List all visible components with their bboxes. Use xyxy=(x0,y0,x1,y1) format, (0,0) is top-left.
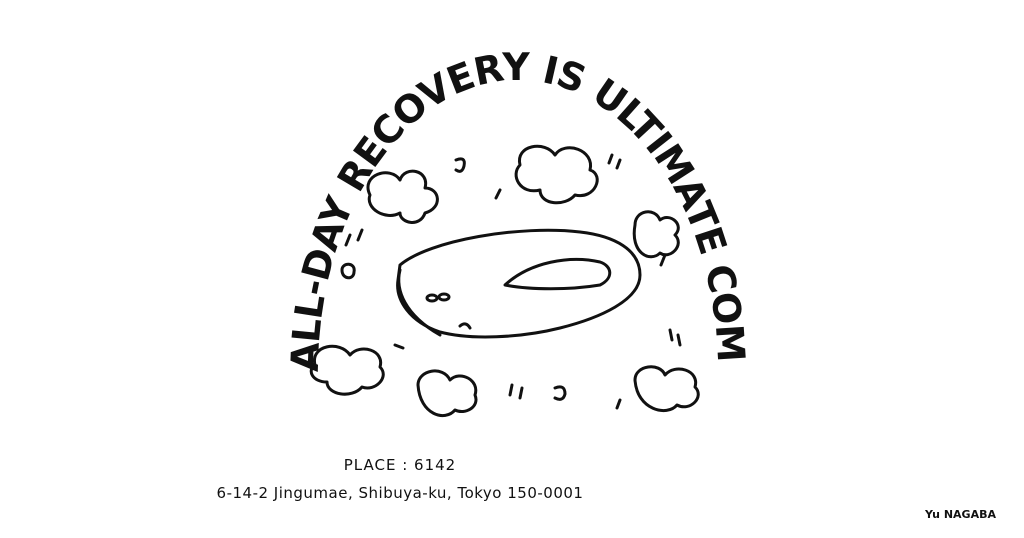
artist-signature: Yu NAGABA xyxy=(925,508,996,521)
address-text: 6-14-2 Jingumae, Shibuya-ku, Tokyo 150-0… xyxy=(216,484,584,502)
headline-arc-text: ALL-DAY RECOVERY IS ULTIMATE COMFORT xyxy=(0,0,751,372)
sandal-icon xyxy=(396,228,642,339)
cloud-icons xyxy=(309,144,700,418)
place-label: PLACE : 6142 xyxy=(343,456,457,474)
